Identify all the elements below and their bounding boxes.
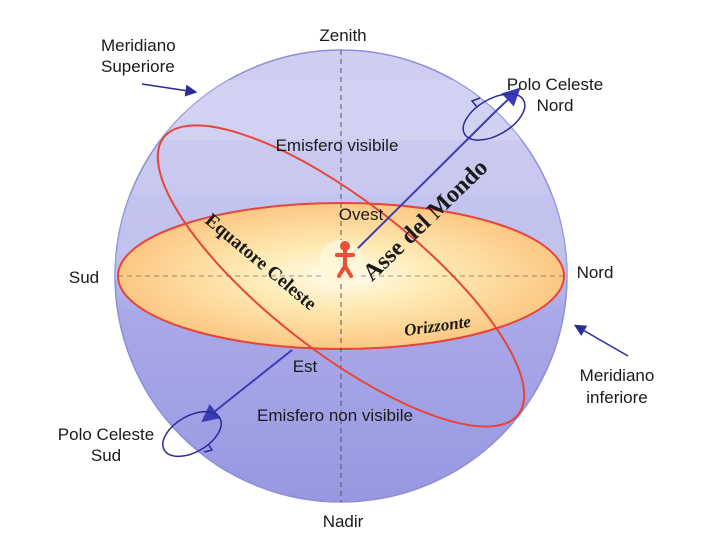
est-label: Est: [293, 357, 318, 376]
meridiano-superiore-arrow: [141, 83, 198, 97]
polo-nord-label-2: Nord: [537, 96, 574, 115]
polo-sud-label-2: Sud: [91, 446, 121, 465]
nord-label: Nord: [577, 263, 614, 282]
emisfero-non-visibile-label: Emisfero non visibile: [257, 406, 413, 425]
ovest-label: Ovest: [339, 205, 384, 224]
north-pole-rotation-icon: [462, 93, 526, 141]
meridiano-inferiore-label-1: Meridiano: [580, 366, 655, 385]
south-pole-rotation-arrow-icon: [203, 443, 214, 453]
nadir-label: Nadir: [323, 512, 364, 531]
meridiano-inferiore-label-2: inferiore: [586, 388, 647, 407]
axis-of-world: [340, 111, 496, 266]
meridiano-superiore-label-1: Meridiano: [101, 36, 176, 55]
emisfero-visibile-label: Emisfero visibile: [276, 136, 399, 155]
zenith-label: Zenith: [319, 26, 366, 45]
meridiano-inferiore-arrow: [573, 324, 629, 357]
polo-nord-label-1: Polo Celeste: [507, 75, 603, 94]
axis-of-world-lower: [201, 349, 293, 423]
sud-label: Sud: [69, 268, 99, 287]
south-pole-rotation-icon: [162, 410, 222, 458]
polo-sud-label-1: Polo Celeste: [58, 425, 154, 444]
north-pole-rotation-arrow-icon: [470, 97, 481, 108]
celestial-equator: [156, 124, 526, 428]
meridiano-superiore-label-2: Superiore: [101, 57, 175, 76]
observer-icon: [319, 240, 363, 284]
